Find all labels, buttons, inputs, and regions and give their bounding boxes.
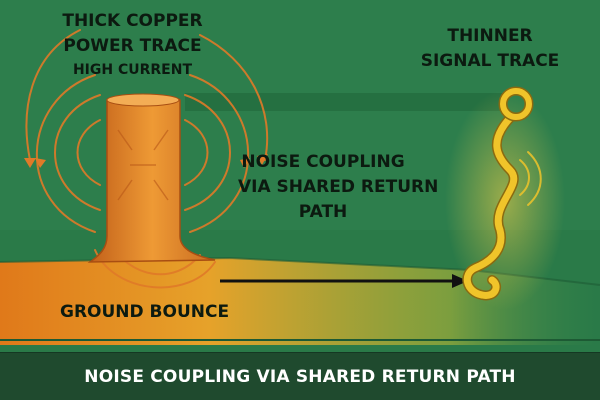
coupling-label-line2: VIA SHARED RETURN <box>238 177 439 197</box>
signal-trace-title-line1: THINNER <box>447 26 533 46</box>
field-arrowheads <box>24 154 268 168</box>
noise-ripples <box>519 151 542 206</box>
signal-trace <box>462 86 534 301</box>
power-trace-title-line1: THICK COPPER <box>62 11 203 31</box>
return-path-arrow <box>220 274 468 288</box>
coupling-label-line3: PATH <box>298 202 348 222</box>
coupling-label-line1: NOISE COUPLING <box>241 152 405 172</box>
power-trace <box>87 93 216 263</box>
connecting-band <box>185 93 505 111</box>
field-lines <box>25 29 269 289</box>
signal-trace-title-line2: SIGNAL TRACE <box>420 51 560 71</box>
power-trace-subtitle: HIGH CURRENT <box>72 62 193 78</box>
power-trace-title-line2: POWER TRACE <box>63 36 202 56</box>
ground-bounce-label: GROUND BOUNCE <box>60 302 230 322</box>
banner-caption: NOISE COUPLING VIA SHARED RETURN PATH <box>84 367 516 387</box>
bottom-banner: NOISE COUPLING VIA SHARED RETURN PATH <box>0 352 600 400</box>
